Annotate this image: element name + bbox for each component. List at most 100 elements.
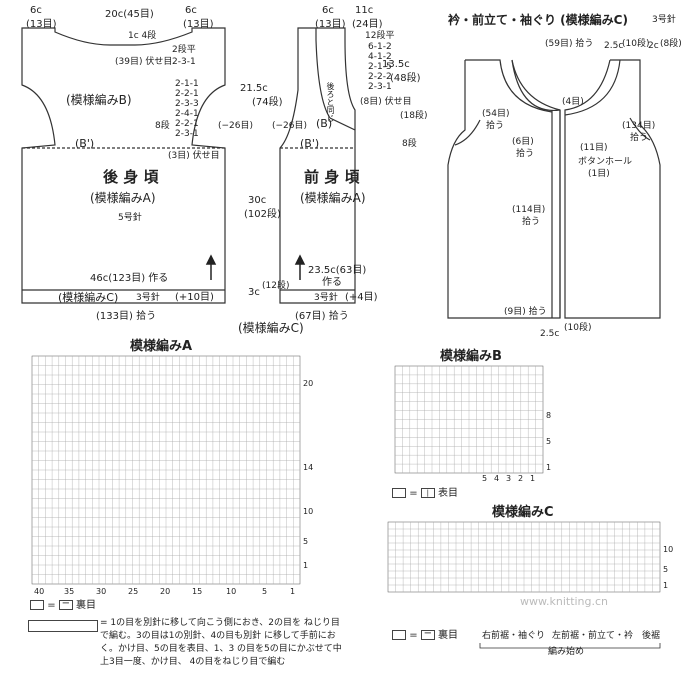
cable-symbol-icon [28,620,98,632]
chart-c-row-10: 10 [663,545,674,554]
back-top-sts-right: (13目) [183,19,214,30]
collar-bottom-dim: 2.5c [540,329,560,339]
chart-c-row-5: 5 [663,565,669,574]
chart-a-col-20: 20 [160,587,171,596]
back-neck-dim: 1c 4段 [128,31,157,41]
front-top-sts-right: (24目) [352,19,383,30]
chart-a-row-14: 14 [303,463,314,472]
chart-b-col-3: 3 [506,474,512,483]
front-neck-seq-3: 2-2-2 [368,72,392,82]
chart-a-col-25: 25 [128,587,139,596]
front-bp: (B') [300,137,320,150]
chart-c-label-back-hem: 後裾 [642,631,661,641]
collar-right-pick: (134目) [622,121,656,131]
front-hem-make: 作る [322,277,342,288]
chart-b-title: 模様編みB [440,349,502,364]
back-top-sts-left: (13目) [26,19,57,30]
back-top-dim-left: 6c [30,5,42,16]
front-minus26: (−26目) [272,121,308,131]
front-top-dim-left: 6c [322,5,334,16]
back-len-upper-rows: (74段) [252,97,283,108]
chart-a-cable-note: = 1の目を別針に移して向こう側におき、2の目を ねじり目で編む。3の目は1の別… [100,618,342,667]
back-needle: 5号針 [118,213,142,223]
back-arm-seq-3: 2-4-1 [175,109,199,119]
back-hem-plus: (+10目) [175,292,214,303]
collar-left-pick: (54目) [482,109,510,119]
collar-dim-10r: (10段) [622,39,650,49]
back-arm-bind: (3目) 伏せ目 [168,151,220,161]
chart-b-col-5: 5 [482,474,488,483]
back-arm-seq-5: 2-3-1 [175,129,199,139]
chart-a-row-10: 10 [303,507,314,516]
front-body-outline [279,27,356,304]
collar-dim-2c: 2c [648,41,659,51]
chart-a-title: 模様編みA [130,339,193,354]
chart-a-col-40: 40 [34,587,45,596]
front-pattern: (模様編みA) [300,191,366,205]
chart-b-col-1: 1 [530,474,536,483]
collar-front-pick2: 拾う [522,217,541,227]
front-rows18: (18段) [400,111,428,121]
knit-icon: | [420,488,435,498]
back-dec-seq-1: 2-3-1 [172,57,196,67]
front-neck-flat: 12段平 [365,31,395,41]
back-top-dim-right: 6c [185,5,197,16]
back-top-dim-center: 20c(45目) [105,9,154,20]
back-hem-cast: 46c(123目) 作る [90,273,169,284]
chart-b-col-4: 4 [494,474,500,483]
front-rows8: 8段 [402,139,417,149]
collar-title: 衿・前立て・袖ぐり (模様編みC) [448,13,628,27]
front-b-label: (B) [316,117,333,130]
chart-a-col-10: 10 [226,587,237,596]
chart-a-row-1: 1 [303,561,309,570]
legend-box-icon [30,600,44,610]
chart-a-legend: = − 裏目 [30,599,96,611]
back-bp: (B') [75,137,95,150]
front-hem-needle: 3号針 [314,293,338,303]
front-top-sts-left: (13目) [315,19,346,30]
chart-b-row-1: 1 [546,463,552,472]
front-rib-h: 3c [248,287,260,298]
front-hem-pick: (67目) 拾う [295,311,349,322]
chart-a-col-1: 1 [290,587,296,596]
back-dec-seq-0: 2段平 [172,45,196,55]
back-len-upper: 21.5c [240,83,268,94]
back-len-lower-rows: (102段) [244,209,281,220]
chart-a-row-20: 20 [303,379,314,388]
front-neck-bind: (8目) 伏せ目 [360,97,412,107]
chart-c-row-1: 1 [663,581,669,590]
chart-b-row-8: 8 [546,411,552,420]
collar-bh-count: (1目) [588,169,610,179]
chart-a-col-5: 5 [262,587,268,596]
back-minus26: (−26目) [218,121,254,131]
back-hem-needle: 3号針 [136,293,160,303]
front-bottom-label: (模様編みC) [238,321,304,335]
collar-dim-8r: (8段) [660,39,682,49]
back-arm-seq-0: 2-1-1 [175,79,199,89]
chart-c-label-left-front: 左前裾・前立て・衿 [552,631,634,641]
front-neck-seq-0: 6-1-2 [368,42,392,52]
collar-right-pick2: 拾う [630,133,649,143]
collar-neck-pick: (59目) 拾う [545,39,594,49]
legend-box-icon [392,488,406,498]
collar-bottom-pick: (9目) 拾う [504,307,547,317]
front-len-upper-rows: (48段) [390,73,421,84]
chart-c-legend: = − 裏目 [392,629,458,641]
front-hem-cast: 23.5c(63目) [308,265,367,276]
chart-c-start: 編み始め [548,647,585,657]
collar-eleven: (11目) [580,143,608,153]
legend-box-icon [392,630,406,640]
chart-c-label-right-front: 右前裾・袖ぐり [482,631,546,641]
collar-bottom-rows: (10段) [564,323,592,333]
back-pattern: (模様編みA) [90,191,156,205]
collar-six: (6目) [512,137,534,147]
chart-a-col-35: 35 [64,587,75,596]
front-neck-seq-2: 2-1-5 [368,62,392,72]
collar-four: (4目) [562,97,584,107]
front-neck-seq-4: 2-3-1 [368,82,392,92]
purl-icon: − [420,629,435,640]
back-hem-pattern: (模様編みC) [58,291,119,304]
chart-a-col-15: 15 [192,587,203,596]
watermark: www.knitting.cn [520,595,609,608]
